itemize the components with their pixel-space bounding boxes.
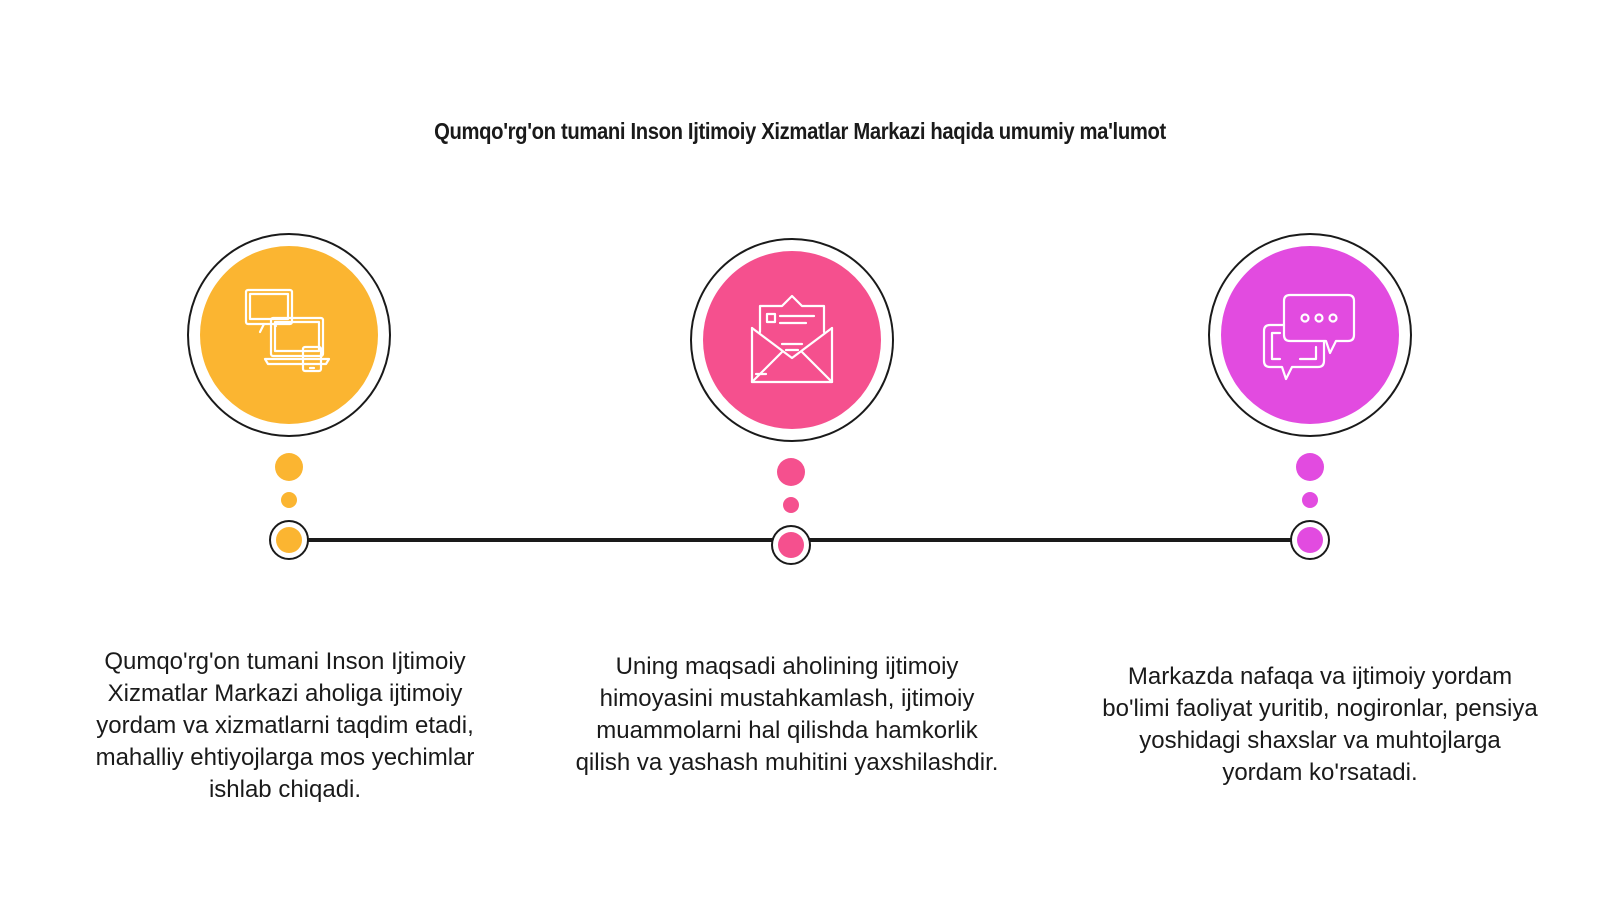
step-3-icon-circle (1221, 246, 1399, 424)
step-3-timeline-node (1290, 520, 1330, 560)
devices-icon (244, 288, 331, 373)
step-1-connector-dot-small (281, 492, 297, 508)
step-2-timeline-node (771, 525, 811, 565)
chat-bubbles-icon (1262, 293, 1356, 381)
step-2-connector-dot-small (783, 497, 799, 513)
step-3-connector-dot-small (1302, 492, 1318, 508)
step-2-description: Uning maqsadi aholining ijtimoiy himoyas… (575, 653, 999, 776)
envelope-icon (750, 294, 834, 384)
step-3-description: Markazda nafaqa va ijtimoiy yordam bo'li… (1102, 663, 1538, 786)
step-1-icon-circle (200, 246, 378, 424)
page-title: Qumqo'rg'on tumani Inson Ijtimoiy Xizmat… (434, 118, 1166, 144)
step-1-timeline-node (269, 520, 309, 560)
step-1-description: Qumqo'rg'on tumani Inson Ijtimoiy Xizmat… (95, 648, 475, 803)
step-3-connector-dot (1296, 453, 1324, 481)
step-1-connector-dot (275, 453, 303, 481)
step-2-icon-circle (703, 251, 881, 429)
step-2-connector-dot (777, 458, 805, 486)
